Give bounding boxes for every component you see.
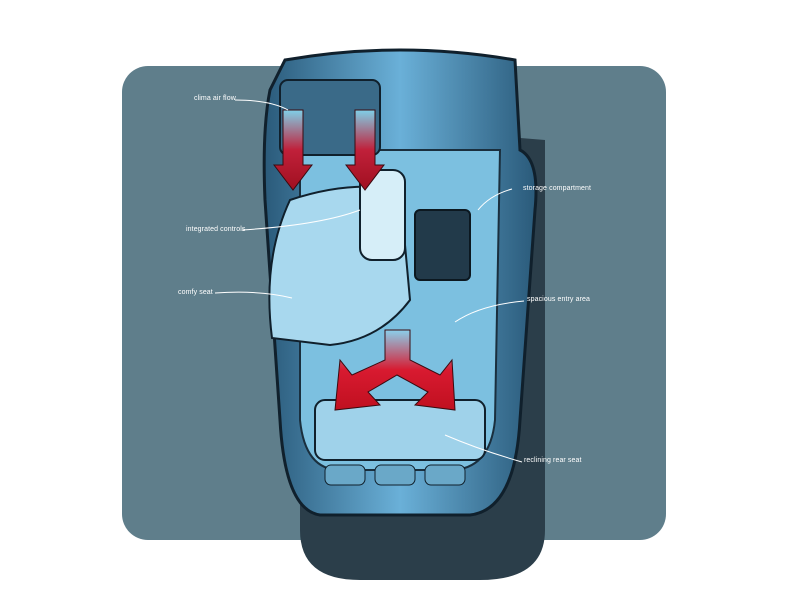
callout-lines [214,99,525,463]
label-integrated-controls: integrated controls [186,226,246,233]
air-flow-arrow-left [272,109,314,191]
label-storage-compartment: storage compartment [523,185,592,192]
entry-flow-arrow [334,329,456,411]
rear-cushions [324,464,466,486]
label-spacious-entry-area: spacious entry area [527,296,590,303]
label-clima-air-flow: clima air flow [194,95,236,102]
storage-compartment [414,209,471,281]
label-reclining-rear-seat: reclining rear seat [524,457,582,464]
rear-seat [314,399,486,461]
integrated-controls-panel [359,169,406,261]
air-flow-arrow-right [344,109,386,191]
label-comfy-seat: comfy seat [178,289,213,296]
